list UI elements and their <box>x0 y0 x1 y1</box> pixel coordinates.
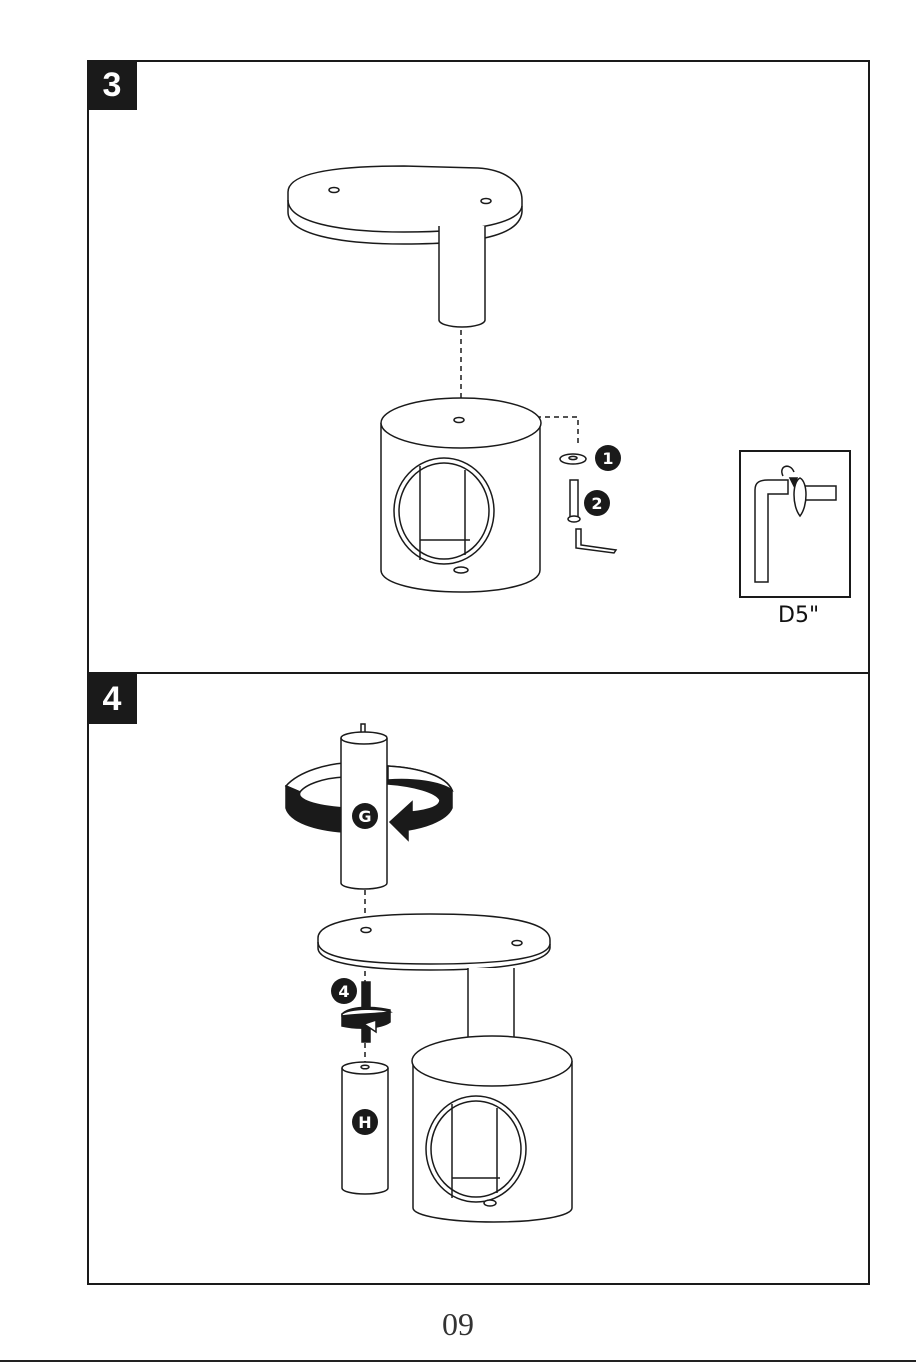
bolt <box>570 480 578 518</box>
callout-4: 4 <box>331 978 357 1004</box>
page-number: 09 <box>0 1306 916 1343</box>
step4-base-drum <box>412 1036 572 1222</box>
svg-text:G: G <box>358 807 371 826</box>
step3-post <box>439 226 485 327</box>
svg-text:H: H <box>358 1113 371 1132</box>
callout-2: 2 <box>584 490 610 516</box>
small-allen-key <box>576 529 616 553</box>
step4-platform <box>318 914 550 970</box>
callout-h: H <box>352 1109 378 1135</box>
svg-text:4: 4 <box>338 982 349 1001</box>
callout-1: 1 <box>595 445 621 471</box>
callout-g: G <box>352 803 378 829</box>
svg-text:2: 2 <box>591 494 602 513</box>
step3-top-platform <box>288 166 522 244</box>
svg-text:1: 1 <box>602 449 613 468</box>
tool-size-label: D5" <box>778 603 819 628</box>
bottom-rule <box>0 1360 916 1362</box>
step3-base-drum <box>381 398 541 592</box>
